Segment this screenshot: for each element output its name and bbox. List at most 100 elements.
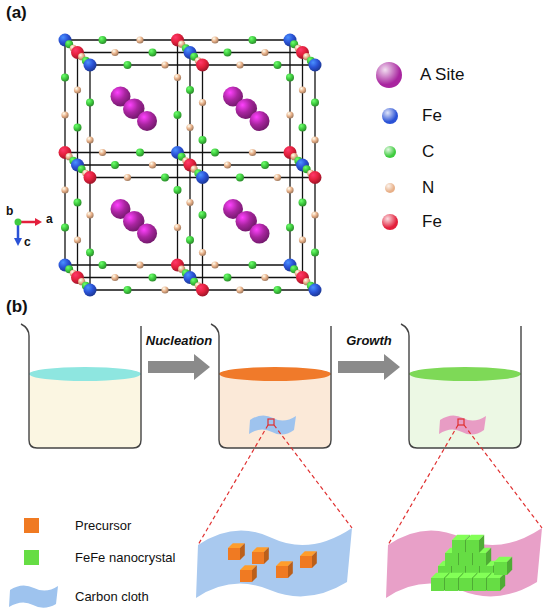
c-atom <box>224 49 232 57</box>
c-atom <box>249 36 257 44</box>
nanocrystal-cube-side <box>479 535 484 553</box>
precursor-cube-side <box>252 565 257 582</box>
fe-atom <box>196 284 209 297</box>
c-atom <box>186 236 194 244</box>
n-atom <box>249 149 256 156</box>
n-atom <box>236 61 243 68</box>
n-atom <box>174 224 181 231</box>
legend-text: A Site <box>420 65 464 85</box>
precursor-cube-side <box>264 547 269 564</box>
legend-cloth-sample <box>9 585 58 607</box>
n-atom <box>161 61 168 68</box>
legend-item: C <box>384 142 434 162</box>
crystal-lattice <box>59 34 322 297</box>
n-atom <box>299 236 306 243</box>
fe-atom <box>84 171 97 184</box>
c-atom <box>74 124 82 132</box>
legend-text: Fe <box>422 106 442 126</box>
fe-atom <box>309 171 322 184</box>
nanocrystal-cube-side <box>507 557 512 575</box>
legend-item: N <box>385 178 434 198</box>
cube-swatch <box>24 518 39 533</box>
c-atom <box>199 136 207 144</box>
legend-item: Fe <box>382 212 442 232</box>
fe-atom <box>196 171 209 184</box>
n-atom <box>186 199 193 206</box>
zoom-marker <box>268 419 274 425</box>
precursor-cube <box>276 561 293 578</box>
legend-text: Precursor <box>75 518 131 533</box>
nanocrystal-cube-side <box>500 573 505 591</box>
legend-item: Carbon cloth <box>75 589 149 604</box>
nanocrystal-cube-front <box>466 540 479 553</box>
n-atom <box>311 136 318 143</box>
c-atom <box>274 286 282 294</box>
a-site-atom <box>137 111 157 131</box>
nanocrystal-cube-front <box>459 578 472 591</box>
c-atom <box>261 161 269 169</box>
nanocrystal-cube-front <box>487 578 500 591</box>
precursor-cube-front <box>228 548 240 560</box>
a-site-atom <box>250 224 270 244</box>
c-atom <box>124 286 132 294</box>
a-site-atom <box>250 111 270 131</box>
n-atom <box>86 136 93 143</box>
panel-label: (a) <box>6 4 27 23</box>
n-atom <box>236 286 243 293</box>
axis-label: a <box>46 213 53 226</box>
n-atom <box>261 49 268 56</box>
legend-text: FeFe nanocrystal <box>75 550 175 565</box>
zoom-marker <box>458 419 464 425</box>
c-atom <box>299 124 307 132</box>
c-atom <box>86 249 94 257</box>
n-atom <box>74 86 81 93</box>
precursor-cube-side <box>288 561 293 578</box>
legend-text: C <box>422 142 434 162</box>
precursor-cube-front <box>252 552 264 564</box>
n-atom <box>61 111 68 118</box>
nanocrystal-cube-front <box>494 562 507 575</box>
precursor-cube <box>300 551 317 568</box>
n-atom <box>286 111 293 118</box>
c-atom <box>61 224 69 232</box>
legend-item: Fe <box>382 106 442 126</box>
n-atom <box>136 261 143 268</box>
precursor-cube-front <box>300 556 312 568</box>
c-atom <box>149 49 157 57</box>
beaker <box>21 324 141 448</box>
process-arrow <box>338 354 400 380</box>
n-atom <box>111 274 118 281</box>
n-atom <box>211 261 218 268</box>
c-atom <box>174 111 182 119</box>
atom-swatch <box>382 108 398 124</box>
fe-atom <box>309 284 322 297</box>
c-atom <box>99 261 107 269</box>
c-atom <box>236 174 244 182</box>
step-label: Growth <box>346 334 392 348</box>
precursor-cube-side <box>240 543 245 560</box>
nanocrystal-cube-side <box>486 548 491 566</box>
precursor-cube-front <box>240 570 252 582</box>
n-atom <box>274 174 281 181</box>
nanocrystal-cube-front <box>431 578 444 591</box>
c-atom <box>161 174 169 182</box>
n-atom <box>211 36 218 43</box>
carbon-cloth <box>196 528 352 598</box>
n-atom <box>136 36 143 43</box>
legend-item: Precursor <box>24 518 131 533</box>
n-atom <box>111 49 118 56</box>
carbon-cloth <box>439 415 486 434</box>
nanocrystal-cube-front <box>452 540 465 553</box>
n-atom <box>286 186 293 193</box>
c-atom <box>311 99 319 107</box>
crystal-cubes <box>228 535 512 591</box>
c-atom <box>286 224 294 232</box>
n-atom <box>261 274 268 281</box>
n-atom <box>311 211 318 218</box>
c-atom <box>86 99 94 107</box>
cube-swatch <box>24 550 39 565</box>
precursor-cube <box>252 547 269 564</box>
nanocrystal-cube-front <box>473 553 486 566</box>
nanocrystal-cube-front <box>473 578 486 591</box>
a-site-atom <box>137 224 157 244</box>
